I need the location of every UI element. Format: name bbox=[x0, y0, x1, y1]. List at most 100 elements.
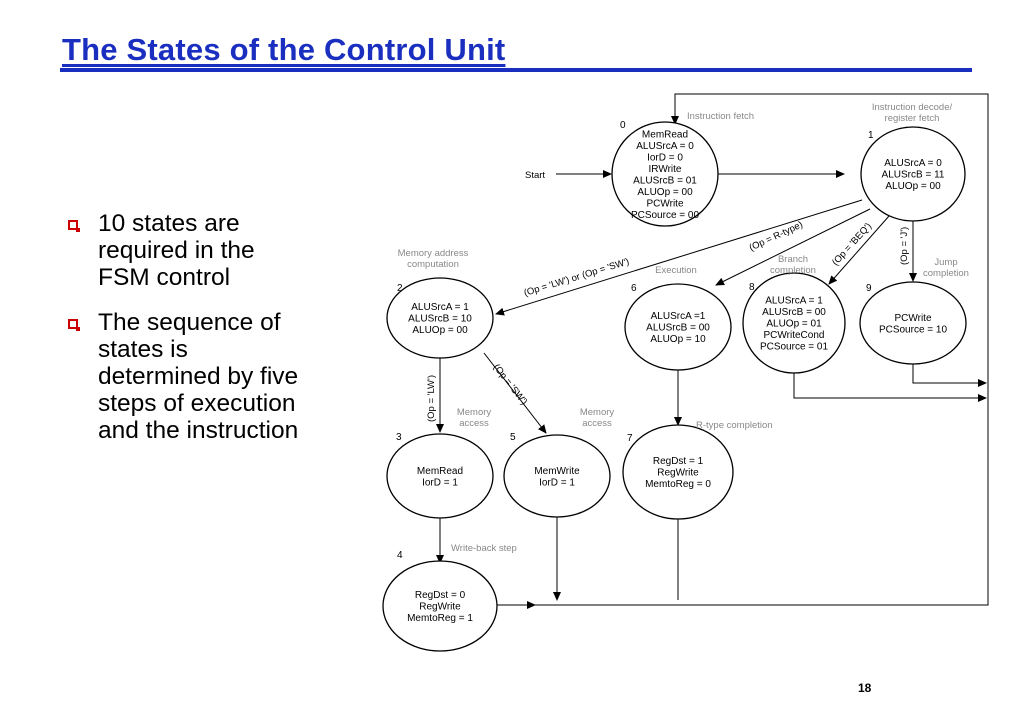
state-output-line: MemtoReg = 0 bbox=[645, 479, 711, 490]
state-number: 0 bbox=[620, 120, 626, 131]
state-output-line: ALUOp = 01 bbox=[766, 319, 822, 330]
transition-1-to-8 bbox=[828, 215, 890, 285]
page-number: 18 bbox=[858, 681, 872, 695]
state-caption: computation bbox=[407, 259, 459, 270]
state-output-line: ALUSrcA = 0 bbox=[636, 141, 694, 152]
transition-label-1-to-9: (Op = 'J') bbox=[899, 227, 910, 265]
state-number: 5 bbox=[510, 432, 516, 443]
state-output-line: RegWrite bbox=[657, 468, 699, 479]
transition-label-2-to-5: (Op = 'SW') bbox=[491, 362, 530, 407]
bullet-item: 10 states are required in the FSM contro… bbox=[62, 210, 362, 291]
state-output-line: PCSource = 00 bbox=[631, 210, 700, 221]
state-caption: Branch bbox=[778, 254, 808, 265]
bullet-item: The sequence of states is determined by … bbox=[62, 309, 362, 444]
state-output-line: PCWrite bbox=[894, 313, 931, 324]
state-caption: Execution bbox=[655, 265, 697, 276]
state-number: 4 bbox=[397, 550, 403, 561]
state-number: 6 bbox=[631, 283, 637, 294]
state-output-line: ALUSrcB = 11 bbox=[882, 170, 945, 181]
start-label: Start bbox=[525, 170, 545, 181]
state-output-line: ALUSrcB = 10 bbox=[408, 314, 472, 325]
state-output-line: ALUSrcB = 01 bbox=[633, 175, 697, 186]
transition-1-to-6 bbox=[715, 208, 871, 286]
state-output-line: MemWrite bbox=[534, 466, 580, 477]
bullet-list: 10 states are required in the FSM contro… bbox=[62, 210, 362, 462]
state-bubble bbox=[611, 121, 719, 227]
state-bubble bbox=[622, 424, 734, 520]
state-caption: Memory bbox=[580, 407, 615, 418]
state-bubble bbox=[860, 126, 966, 222]
state-output-line: RegDst = 0 bbox=[415, 590, 466, 601]
state-caption: Instruction decode/ bbox=[872, 102, 953, 113]
state-number: 8 bbox=[749, 282, 755, 293]
state-output-line: RegDst = 1 bbox=[653, 456, 704, 467]
state-bubble bbox=[386, 277, 494, 359]
state-output-line: IorD = 1 bbox=[422, 477, 458, 488]
transition-2-to-5 bbox=[483, 352, 547, 434]
state-output-line: MemtoReg = 1 bbox=[407, 613, 473, 624]
state-output-line: ALUSrcA =1 bbox=[651, 311, 706, 322]
state-output-line: PCWriteCond bbox=[764, 330, 825, 341]
state-number: 9 bbox=[866, 283, 872, 294]
state-caption: access bbox=[459, 418, 489, 429]
state-output-line: ALUOp = 00 bbox=[637, 187, 693, 198]
state-caption: access bbox=[582, 418, 612, 429]
state-caption: Write-back step bbox=[451, 543, 517, 554]
transition-label-1-to-8: (Op = 'BEQ') bbox=[830, 221, 874, 268]
state-output-line: ALUSrcA = 1 bbox=[411, 302, 469, 313]
transition-8-to-0 bbox=[793, 373, 987, 402]
state-output-line: ALUOp = 00 bbox=[412, 325, 468, 336]
square-bullet-icon bbox=[68, 220, 80, 232]
state-caption: Instruction fetch bbox=[687, 111, 754, 122]
state-output-line: PCWrite bbox=[646, 198, 683, 209]
transition-9-to-0 bbox=[912, 364, 987, 387]
state-caption: completion bbox=[923, 268, 969, 279]
state-output-line: IRWrite bbox=[649, 164, 682, 175]
state-bubble bbox=[382, 560, 498, 652]
transition-label-2-to-3: (Op = 'LW') bbox=[426, 375, 437, 422]
return-to-fetch-bus bbox=[496, 93, 989, 606]
state-output-line: MemRead bbox=[417, 466, 463, 477]
page-title: The States of the Control Unit bbox=[62, 32, 506, 67]
state-number: 1 bbox=[868, 130, 874, 141]
state-output-line: IorD = 0 bbox=[647, 152, 683, 163]
state-bubble bbox=[386, 433, 494, 519]
bullet-text: The sequence of states is determined by … bbox=[98, 309, 299, 444]
state-output-line: PCSource = 01 bbox=[760, 342, 829, 353]
state-bubble bbox=[624, 283, 732, 371]
state-output-line: ALUOp = 10 bbox=[650, 334, 706, 345]
state-output-line: ALUOp = 00 bbox=[885, 181, 941, 192]
state-bubble bbox=[742, 272, 846, 374]
square-bullet-icon bbox=[68, 319, 80, 331]
state-caption: Memory address bbox=[398, 248, 469, 259]
state-bubble bbox=[503, 434, 611, 518]
state-bubble bbox=[859, 281, 967, 365]
state-output-line: ALUSrcB = 00 bbox=[762, 307, 826, 318]
transition-label-1-to-6: (Op = R-type) bbox=[748, 219, 805, 253]
state-caption: register fetch bbox=[885, 113, 940, 124]
bullet-text: 10 states are required in the FSM contro… bbox=[98, 210, 255, 291]
state-output-line: MemRead bbox=[642, 129, 688, 140]
state-caption: completion bbox=[770, 265, 816, 276]
state-number: 2 bbox=[397, 283, 403, 294]
state-number: 7 bbox=[627, 433, 633, 444]
state-1: 1 Instruction decode/register fetchALUSrc… bbox=[860, 102, 966, 222]
state-output-line: ALUSrcB = 00 bbox=[646, 323, 710, 334]
state-output-line: ALUSrcA = 1 bbox=[765, 296, 823, 307]
state-caption: Jump bbox=[934, 257, 957, 268]
transition-1-to-2 bbox=[495, 199, 863, 316]
state-output-line: RegWrite bbox=[419, 602, 461, 613]
state-output-line: IorD = 1 bbox=[539, 477, 575, 488]
state-output-line: PCSource = 10 bbox=[879, 324, 948, 335]
state-caption: Memory bbox=[457, 407, 492, 418]
state-number: 3 bbox=[396, 432, 402, 443]
